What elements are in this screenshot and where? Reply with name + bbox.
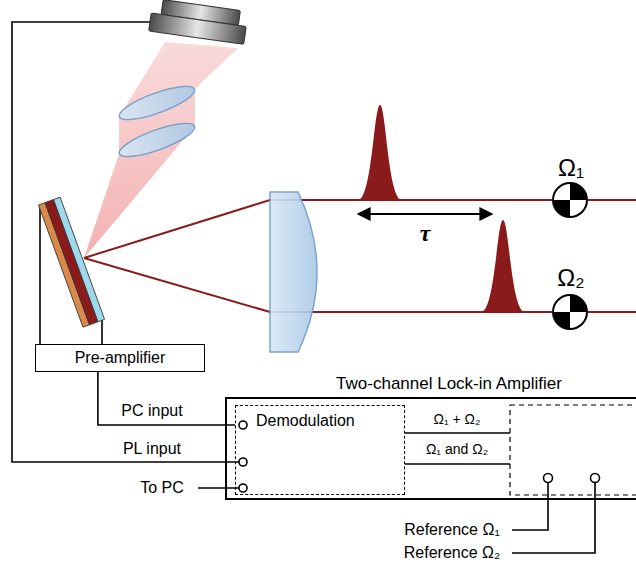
pl-wire <box>12 22 239 462</box>
output-wire <box>198 487 239 489</box>
box-label: Pre-amplifier <box>75 349 166 367</box>
delay-label: τ <box>420 220 431 248</box>
pl-light-cone <box>84 42 238 258</box>
reference-terminal <box>544 474 553 483</box>
collection-lens <box>116 117 198 163</box>
output-label: To PC <box>140 479 184 497</box>
laser-beam <box>84 200 636 258</box>
box-label: Demodulation <box>256 412 355 430</box>
signal-label: Ω₁ and Ω₂ <box>426 441 488 457</box>
chopper <box>553 295 587 329</box>
channel-label: Ω₂ <box>557 264 584 292</box>
input-label: PL input <box>123 440 181 458</box>
chopper-blade <box>570 295 587 312</box>
chopper <box>553 183 587 217</box>
signal-wire <box>405 463 510 465</box>
sample-wire <box>101 320 103 344</box>
reference-label: Reference Ω₂ <box>404 544 500 562</box>
signal-wire <box>405 432 510 434</box>
input-terminal <box>239 458 247 466</box>
reference-wire <box>512 483 595 554</box>
reference-label: Reference Ω₁ <box>404 521 500 539</box>
sample-layer <box>45 200 98 325</box>
laser-pulse <box>481 220 525 312</box>
reference-terminal <box>591 474 600 483</box>
chopper-blade <box>570 183 587 200</box>
demodulation-box: Demodulation <box>235 405 405 495</box>
sample-electrode <box>54 197 105 322</box>
input-terminal <box>239 421 247 429</box>
sample <box>38 197 104 327</box>
focusing-lens <box>270 192 317 352</box>
delay-arrow <box>358 213 492 215</box>
laser-pulse <box>358 105 402 200</box>
sample-wire <box>39 206 41 344</box>
reference-box <box>510 405 636 495</box>
box-label: Two-channel Lock-in Amplifier <box>336 374 562 394</box>
collection-lens <box>116 80 198 126</box>
chopper-disc <box>553 295 587 329</box>
chopper-blade <box>553 312 570 329</box>
laser-beam <box>84 258 636 312</box>
input-label: PC input <box>121 402 182 420</box>
channel-label: Ω₁ <box>558 154 584 182</box>
detector <box>149 0 249 44</box>
detector-body <box>149 13 247 44</box>
chopper-disc <box>553 183 587 217</box>
output-terminal <box>239 484 247 492</box>
chopper-blade <box>553 200 570 217</box>
reference-wire <box>512 483 548 531</box>
amplifier-box: Pre-amplifier <box>35 344 205 372</box>
signal-label: Ω₁ + Ω₂ <box>433 411 480 427</box>
signal-wire <box>98 372 235 425</box>
